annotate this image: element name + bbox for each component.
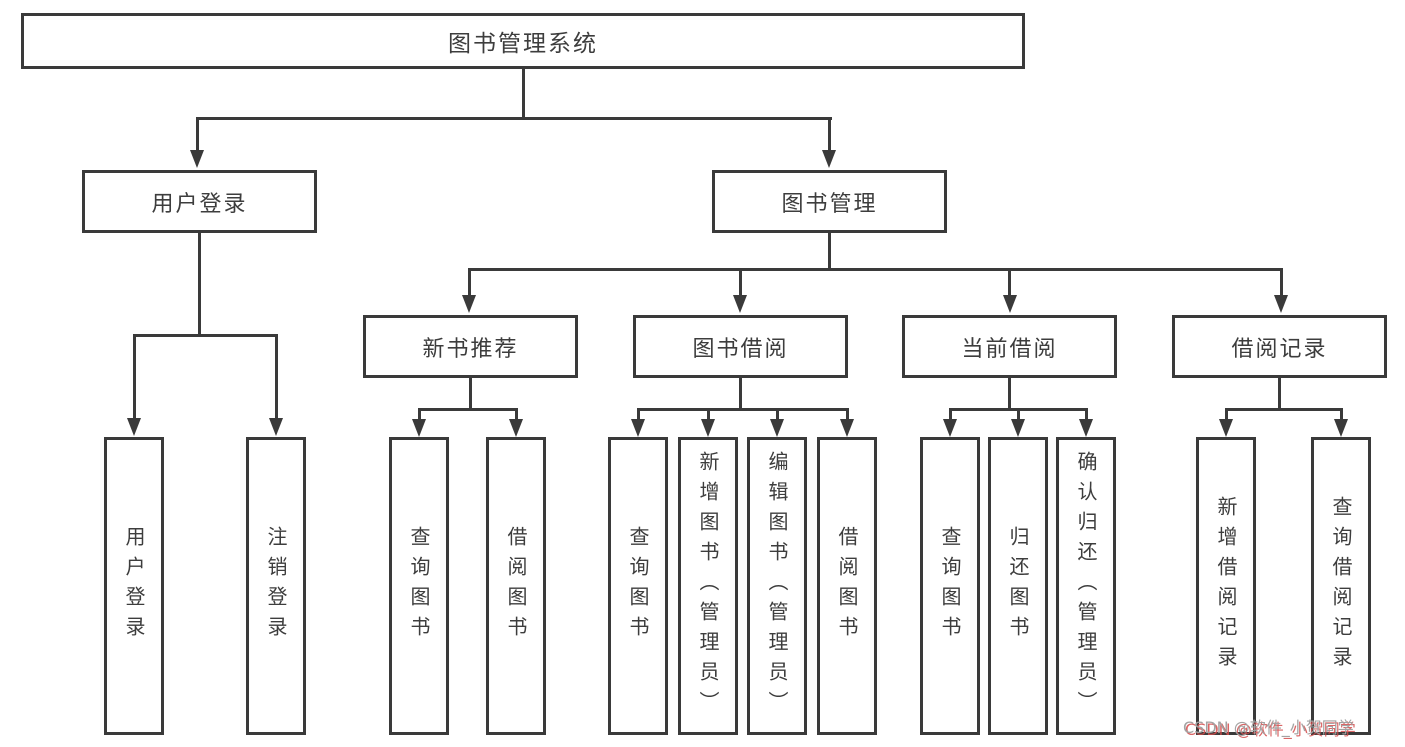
connector-line [521, 69, 525, 119]
arrow-down-icon [1011, 419, 1025, 437]
connector-line [1224, 408, 1343, 411]
connector-line [274, 334, 278, 420]
node-book-management: 图书管理 [712, 170, 947, 233]
connector-line [845, 408, 849, 421]
connector-line [132, 334, 278, 337]
connector-line [1084, 408, 1088, 421]
arrow-down-icon [631, 419, 645, 437]
connector-line [775, 408, 779, 421]
node-new-book-recommend: 新书推荐 [363, 315, 578, 378]
connector-line [827, 117, 831, 151]
connector-line [198, 233, 201, 336]
arrow-down-icon [701, 419, 715, 437]
connector-line [1016, 408, 1020, 421]
connector-line [417, 408, 518, 411]
connector-line [469, 378, 472, 410]
connector-line [514, 408, 518, 421]
connector-line [1339, 408, 1343, 421]
arrow-down-icon [462, 295, 476, 313]
arrow-down-icon [1219, 419, 1233, 437]
node-root-system: 图书管理系统 [21, 13, 1025, 69]
arrow-down-icon [269, 418, 283, 436]
leaf-edit-books-admin: 编辑图书（管理员） [747, 437, 807, 735]
connector-line [1224, 408, 1228, 421]
connector-line [1279, 268, 1283, 297]
connector-line [739, 378, 742, 410]
node-book-borrowing: 图书借阅 [633, 315, 848, 378]
connector-line [195, 117, 199, 151]
connector-line [706, 408, 710, 421]
connector-line [1278, 378, 1281, 410]
leaf-query-books: 查询图书 [920, 437, 980, 735]
leaf-borrow-books: 借阅图书 [817, 437, 877, 735]
arrow-down-icon [1079, 419, 1093, 437]
arrow-down-icon [770, 419, 784, 437]
arrow-down-icon [840, 419, 854, 437]
node-borrowing-records: 借阅记录 [1172, 315, 1387, 378]
leaf-borrow-books: 借阅图书 [486, 437, 546, 735]
connector-line [828, 233, 831, 270]
arrow-down-icon [412, 419, 426, 437]
csdn-watermark: CSDN @软件_小贺同学 [1183, 718, 1354, 737]
leaf-query-books: 查询图书 [608, 437, 668, 735]
arrow-down-icon [1334, 419, 1348, 437]
connector-line [467, 268, 1283, 271]
arrow-down-icon [190, 150, 204, 168]
leaf-logout: 注销登录 [246, 437, 306, 735]
leaf-user-login: 用户登录 [104, 437, 164, 735]
arrow-down-icon [822, 150, 836, 168]
connector-line [1008, 378, 1011, 410]
connector-line [1008, 268, 1011, 297]
arrow-down-icon [1274, 295, 1288, 313]
node-user-login: 用户登录 [82, 170, 317, 233]
connector-line [636, 408, 640, 421]
arrow-down-icon [127, 418, 141, 436]
leaf-add-books-admin: 新增图书（管理员） [678, 437, 738, 735]
connector-line [467, 268, 471, 297]
leaf-query-borrow-record: 查询借阅记录 [1311, 437, 1371, 735]
leaf-query-books: 查询图书 [389, 437, 449, 735]
connector-line [417, 408, 421, 421]
leaf-add-borrow-record: 新增借阅记录 [1196, 437, 1256, 735]
connector-line [195, 117, 832, 120]
leaf-confirm-return-admin: 确认归还（管理员） [1056, 437, 1116, 735]
arrow-down-icon [943, 419, 957, 437]
connector-line [132, 334, 136, 420]
node-current-borrowing: 当前借阅 [902, 315, 1117, 378]
arrow-down-icon [509, 419, 523, 437]
leaf-return-books: 归还图书 [988, 437, 1048, 735]
connector-line [948, 408, 952, 421]
connector-line [738, 268, 742, 297]
connector-line [636, 408, 849, 411]
arrow-down-icon [733, 295, 747, 313]
arrow-down-icon [1002, 295, 1017, 313]
